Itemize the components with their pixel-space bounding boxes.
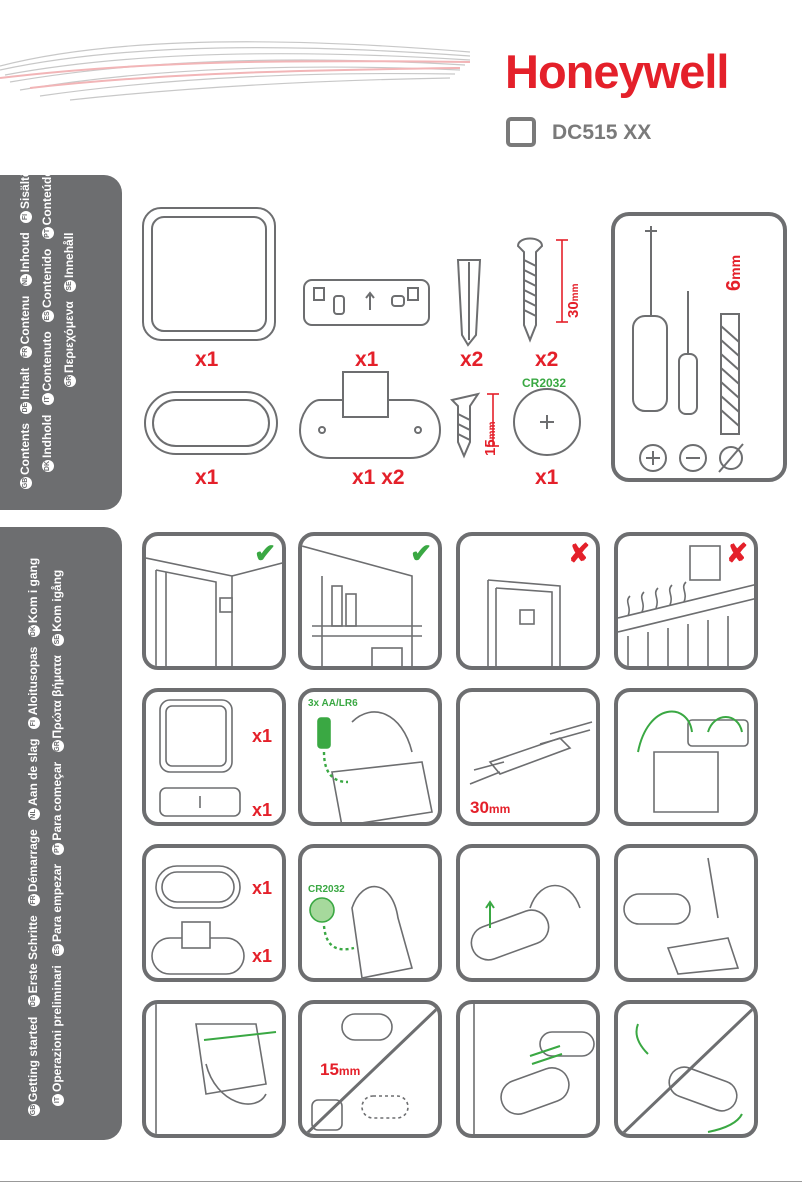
step-receiver-parts: x1 x1 xyxy=(142,688,286,826)
plug-qty: x2 xyxy=(460,348,484,371)
screw-length-label: 30mm xyxy=(565,283,582,318)
flat-symbol xyxy=(679,444,707,472)
push-button-qty: x1 xyxy=(195,466,219,489)
step-qty-push-bracket: x1 xyxy=(252,946,273,966)
step-mount-push-bracket: 15mm xyxy=(298,1000,442,1138)
wall-plug-drawing xyxy=(456,259,482,347)
step-open-push xyxy=(456,844,600,982)
push-bracket-qty: x1 x2 xyxy=(352,466,405,489)
battery-drawing xyxy=(513,388,581,456)
push-screw-length-label: 15mm xyxy=(320,1060,361,1079)
model-checkbox xyxy=(506,117,536,147)
battery-type-label: CR2032 xyxy=(522,376,567,390)
mount-screw-length-label: 30mm xyxy=(470,798,511,817)
step-attach-push xyxy=(456,1000,600,1138)
model-number: DC515 XX xyxy=(552,121,652,144)
step-placement-ok-2: ✔ xyxy=(298,532,442,670)
ok-check-icon: ✔ xyxy=(254,538,276,568)
battery-spec-label: 3x AA/LR6 xyxy=(308,698,358,709)
brand-swoosh-graphic xyxy=(0,41,470,101)
step-insert-coin-cell: CR2032 xyxy=(298,844,442,982)
step-qty-push: x1 xyxy=(252,878,273,898)
bottom-rule xyxy=(0,1181,802,1182)
contents-tab: GBContents DEInhalt FRContenu NLInhoud F… xyxy=(0,169,122,510)
step-remove-push xyxy=(614,1000,758,1138)
step-qty-receiver: x1 xyxy=(252,726,273,746)
getting-started-tab: GBGetting started DEErste Schritte FRDém… xyxy=(0,527,122,1140)
battery-qty: x1 xyxy=(535,466,559,489)
short-screw-length-label: 15mm xyxy=(482,421,499,456)
screw-qty: x2 xyxy=(535,348,559,371)
step-clean-surface xyxy=(142,1000,286,1138)
receiver-unit-drawing xyxy=(142,207,276,341)
step-mount-bracket: 30mm xyxy=(456,688,600,826)
step-attach-receiver xyxy=(614,688,758,826)
tools-panel: 6mm xyxy=(611,212,787,482)
start-tab-line-1: GBGetting started DEErste Schritte FRDém… xyxy=(26,557,40,1116)
step-qty-bracket: x1 xyxy=(252,800,273,820)
step-remove-film xyxy=(614,844,758,982)
step-placement-bad-1: ✘ xyxy=(456,532,600,670)
step-push-parts: x1 x1 xyxy=(142,844,286,982)
ok-check-icon: ✔ xyxy=(410,538,432,568)
step-placement-bad-2: ✘ xyxy=(614,532,758,670)
contents-tab-line-2: DKIndhold ITContenuto ESContenido PTCont… xyxy=(40,169,54,472)
long-screw-drawing xyxy=(516,237,544,343)
bad-cross-icon: ✘ xyxy=(568,538,590,568)
receiver-qty: x1 xyxy=(195,348,219,371)
start-tab-line-2: ITOperazioni preliminari ESPara empezar … xyxy=(48,570,66,1112)
contents-illustrations xyxy=(142,207,581,459)
phillips-symbol xyxy=(639,444,667,472)
step-placement-ok-1: ✔ xyxy=(142,532,286,670)
tools-illustration xyxy=(632,226,744,473)
short-screw-drawing xyxy=(450,392,481,459)
push-bracket-drawing xyxy=(298,399,442,459)
bad-cross-icon: ✘ xyxy=(726,538,748,568)
receiver-bracket-drawing xyxy=(303,279,430,326)
contents-tab-line-1: GBContents DEInhalt FRContenu NLInhoud F… xyxy=(18,169,32,489)
diameter-symbol xyxy=(719,446,743,470)
push-button-drawing xyxy=(144,391,278,455)
step-insert-batteries: 3x AA/LR6 xyxy=(298,688,442,826)
bracket-qty: x1 xyxy=(355,348,379,371)
brand-logo: Honeywell xyxy=(505,45,729,98)
coin-cell-label: CR2032 xyxy=(308,884,345,895)
contents-tab-line-3: GRΠεριεχόμενα SEInnehåll xyxy=(62,232,76,387)
drill-size-label: 6mm xyxy=(723,254,745,291)
